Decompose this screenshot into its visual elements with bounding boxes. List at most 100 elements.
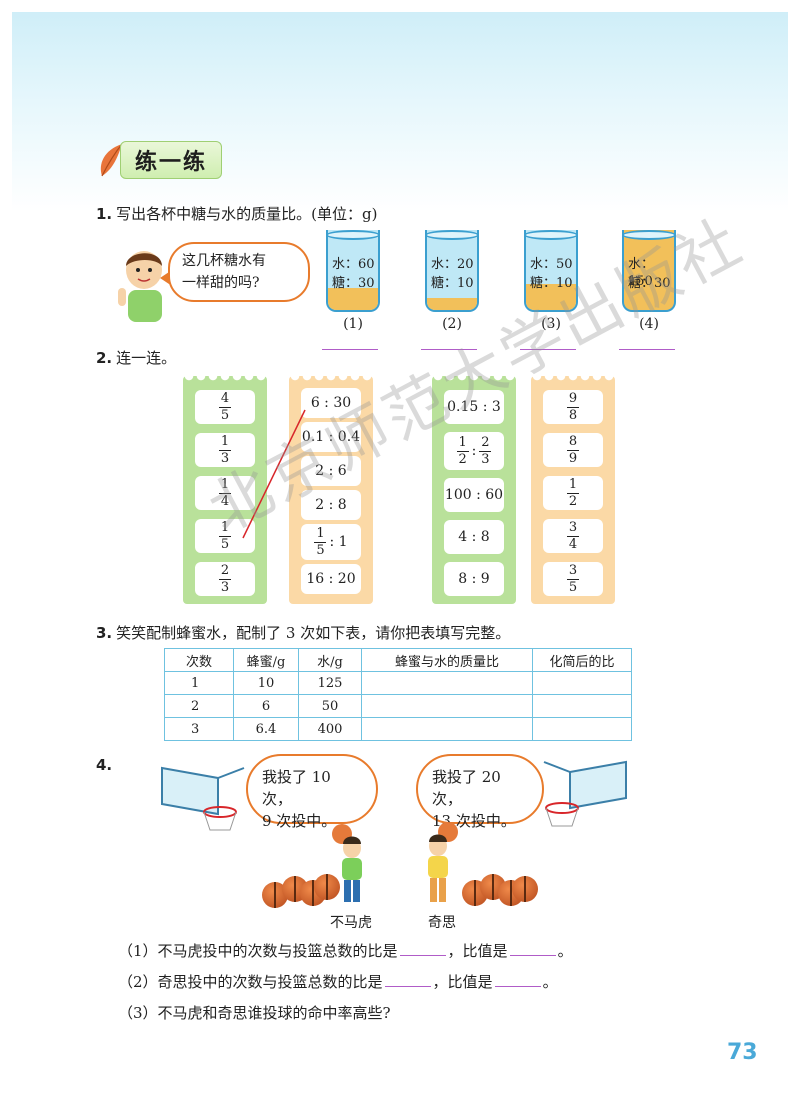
cup-label: (3) bbox=[541, 316, 561, 332]
sugar-layer bbox=[526, 284, 576, 310]
answer-blank[interactable] bbox=[509, 955, 556, 956]
bubble-line: 我投了 10 次， bbox=[262, 768, 331, 808]
player-qisi bbox=[428, 822, 458, 902]
numerator: 1 bbox=[568, 476, 578, 492]
cup-water-label: 水：20 bbox=[431, 257, 474, 272]
bubble-line: 这几杯糖水有 bbox=[182, 253, 266, 269]
simplified-answer-cell[interactable] bbox=[532, 694, 632, 718]
match-card[interactable]: 8 : 9 bbox=[444, 562, 504, 596]
ratio-separator: : bbox=[471, 443, 477, 459]
cup-label: (4) bbox=[639, 316, 659, 332]
speech-bubble-right: 我投了 20 次， 13 次投中。 bbox=[416, 754, 544, 830]
table-cell: 6 bbox=[233, 694, 299, 718]
cup-sugar-label: 糖：10 bbox=[431, 276, 474, 291]
numerator: 1 bbox=[316, 525, 325, 541]
sub-question-text: （1）不马虎投中的次数与投篮总数的比是 bbox=[118, 942, 398, 960]
table-cell: 50 bbox=[298, 694, 362, 718]
match-card[interactable]: 100 : 60 bbox=[444, 478, 504, 512]
numerator: 8 bbox=[568, 433, 578, 449]
ratio-text: 2 : 6 bbox=[315, 463, 347, 479]
match-card[interactable]: 2 : 8 bbox=[301, 490, 361, 520]
sugar-layer bbox=[427, 298, 477, 310]
answer-blank[interactable] bbox=[384, 986, 431, 987]
ratio-text: 100 : 60 bbox=[444, 487, 504, 503]
table-cell: 3 bbox=[164, 717, 234, 741]
denominator: 4 bbox=[568, 536, 578, 552]
strip-edge bbox=[289, 376, 373, 384]
match-card[interactable]: 0.1 : 0.4 bbox=[301, 422, 361, 452]
page-number: 73 bbox=[727, 1040, 758, 1065]
sub-question-text: 。 bbox=[542, 973, 558, 991]
column-header: 水/g bbox=[298, 648, 362, 672]
question-number: 3. bbox=[96, 624, 113, 642]
strip-edge bbox=[183, 376, 267, 384]
sub-question-text: （2）奇思投中的次数与投篮总数的比是 bbox=[118, 973, 383, 991]
match-card[interactable]: 2 : 6 bbox=[301, 456, 361, 486]
denominator: 5 bbox=[220, 536, 230, 552]
answer-blank[interactable] bbox=[399, 955, 446, 956]
answer-blank[interactable] bbox=[494, 986, 541, 987]
question-4-heading: 4. bbox=[96, 756, 116, 774]
question-3-heading: 3.笑笑配制蜂蜜水，配制了 3 次如下表，请你把表填写完整。 bbox=[96, 622, 510, 643]
section-title: 练一练 bbox=[96, 141, 223, 179]
match-card[interactable]: 0.15 : 3 bbox=[444, 390, 504, 424]
numerator: 3 bbox=[568, 562, 578, 578]
sub-question-text: 。 bbox=[557, 942, 573, 960]
match-card[interactable]: 16 : 20 bbox=[301, 564, 361, 594]
question-2-heading: 2.连一连。 bbox=[96, 347, 176, 368]
basketball-hoop-right bbox=[543, 760, 627, 827]
player-bumahu bbox=[332, 824, 362, 902]
cup-sugar-label: 糖：10 bbox=[530, 276, 573, 291]
simplified-answer-cell[interactable] bbox=[532, 717, 632, 741]
ratio-answer-cell[interactable] bbox=[361, 717, 533, 741]
ratio-answer-cell[interactable] bbox=[361, 694, 533, 718]
denominator: 8 bbox=[568, 407, 578, 423]
answer-blank-2[interactable] bbox=[421, 349, 477, 350]
question-prompt: 写出各杯中糖与水的质量比。(单位：g) bbox=[116, 205, 378, 223]
name-label-left: 不马虎 bbox=[330, 915, 372, 931]
simplified-answer-cell[interactable] bbox=[532, 671, 632, 695]
ratio-text: 0.15 : 3 bbox=[447, 399, 501, 415]
answer-blank-1[interactable] bbox=[322, 349, 378, 350]
numerator: 2 bbox=[481, 434, 490, 450]
match-card[interactable]: 6 : 30 bbox=[301, 388, 361, 418]
section-title-text: 练一练 bbox=[120, 141, 223, 179]
numerator: 2 bbox=[220, 562, 230, 578]
match-card[interactable]: 4 : 8 bbox=[444, 520, 504, 554]
denominator: 2 bbox=[458, 451, 467, 467]
ratio-text: 8 : 9 bbox=[458, 571, 490, 587]
basketball-icon bbox=[512, 876, 538, 902]
numerator: 3 bbox=[568, 519, 578, 535]
ratio-answer-cell[interactable] bbox=[361, 671, 533, 695]
question-prompt: 笑笑配制蜂蜜水，配制了 3 次如下表，请你把表填写完整。 bbox=[116, 624, 511, 642]
cup-water-label: 水：60 bbox=[332, 257, 375, 272]
table-cell: 2 bbox=[164, 694, 234, 718]
answer-blank-4[interactable] bbox=[619, 349, 675, 350]
question-number: 2. bbox=[96, 349, 113, 367]
sugar-layer bbox=[328, 288, 378, 310]
table-cell: 125 bbox=[298, 671, 362, 695]
name-label-right: 奇思 bbox=[428, 915, 456, 931]
question-prompt: 连一连。 bbox=[116, 349, 177, 367]
sub-question-1: （1）不马虎投中的次数与投篮总数的比是，比值是。 bbox=[118, 940, 573, 961]
cup-1: 水：60 糖：30 bbox=[326, 230, 380, 312]
denominator: 4 bbox=[220, 493, 230, 509]
answer-blank-3[interactable] bbox=[520, 349, 576, 350]
denominator: 3 bbox=[481, 451, 490, 467]
question-number: 1. bbox=[96, 205, 113, 223]
